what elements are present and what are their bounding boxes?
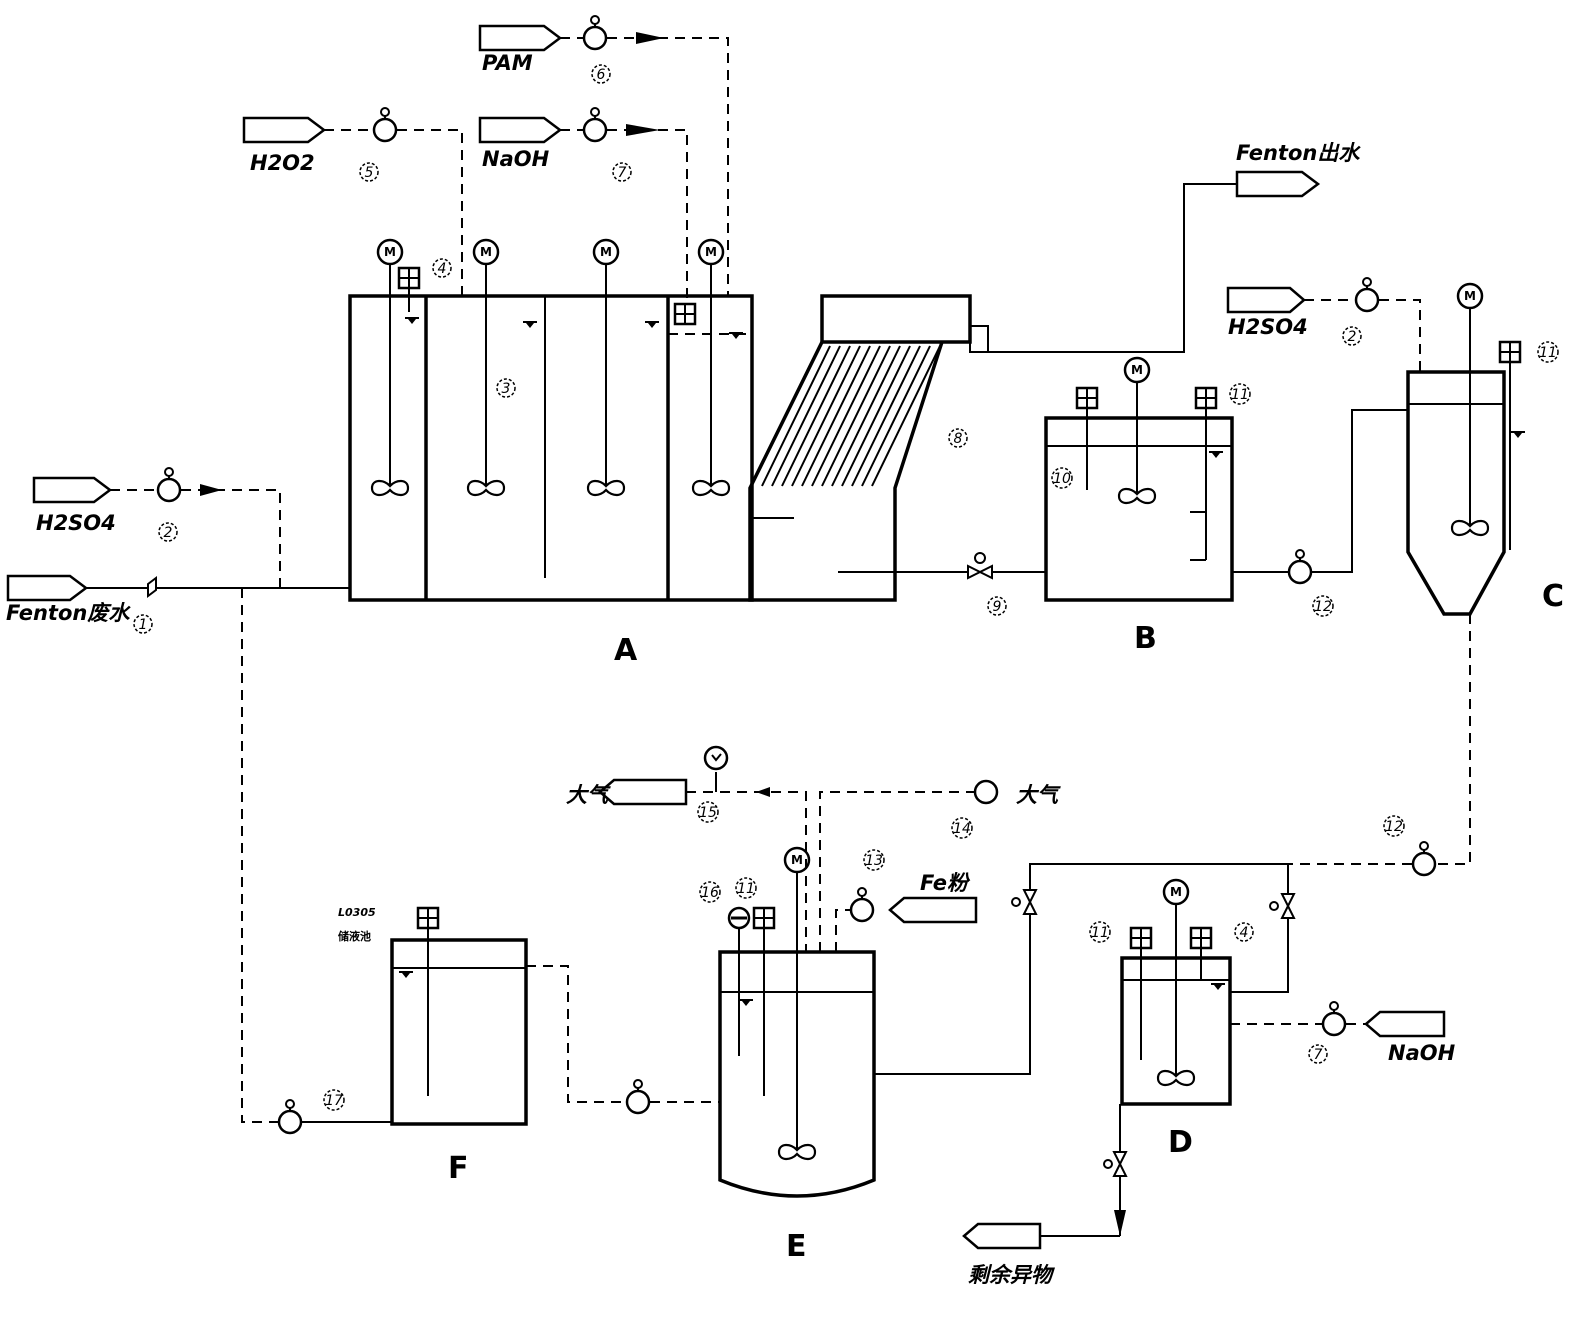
motor-label: M <box>1464 289 1476 303</box>
tag-4-d: 4 <box>1240 925 1249 941</box>
unit-d-label: D <box>1168 1125 1193 1160</box>
inclined-settler <box>748 294 989 602</box>
tank-f <box>390 906 528 1126</box>
dosing-lines <box>110 32 1471 1123</box>
stream-flags <box>6 24 1446 1250</box>
naoh-label-d: NaOH <box>1388 1041 1456 1065</box>
tag-4: 4 <box>438 261 447 277</box>
tag-5: 5 <box>365 165 374 181</box>
unit-a-label: A <box>614 633 638 668</box>
agitators-a <box>370 238 731 497</box>
fenton-outlet-label: Fenton出水 <box>1236 141 1361 165</box>
unit-e-label: E <box>786 1229 807 1264</box>
motor-label: M <box>600 245 612 259</box>
unit-labels: A B C D E F <box>448 579 1564 1264</box>
motor-label: M <box>480 245 492 259</box>
f-tank-sublabel: 储液池 <box>338 929 371 943</box>
tank-a <box>348 294 754 602</box>
tag-16: 16 <box>701 885 719 901</box>
tag-8: 8 <box>954 431 963 447</box>
tank-b: M <box>1044 356 1234 602</box>
tank-e: M <box>718 846 876 1198</box>
tag-3: 3 <box>502 381 511 397</box>
tag-1: 1 <box>139 617 148 633</box>
tag-15: 15 <box>699 805 717 821</box>
tag-6: 6 <box>597 67 606 83</box>
fe-powder-label: Fe粉 <box>920 871 971 895</box>
naoh-label-top: NaOH <box>482 147 550 171</box>
atmosphere-in-label: 大气 <box>1016 783 1061 807</box>
tag-11-b: 11 <box>1231 387 1249 403</box>
tank-c: M <box>1406 282 1526 616</box>
unit-f-label: F <box>448 1151 469 1186</box>
tag-12-c: 12 <box>1314 599 1332 615</box>
item-tags: 1 2 3 4 5 6 7 8 9 10 11 2 11 12 12 11 4 … <box>133 64 1559 1111</box>
ph-controller-a1 <box>397 266 421 290</box>
tag-13: 13 <box>865 853 883 869</box>
stream-labels: Fenton废水 Fenton出水 H2SO4 H2O2 PAM NaOH H2… <box>6 51 1456 1287</box>
tag-2: 2 <box>164 525 173 541</box>
tag-11-d: 11 <box>1091 925 1109 941</box>
h2so4-label-a: H2SO4 <box>36 511 116 535</box>
tag-7: 7 <box>618 165 627 181</box>
pam-label: PAM <box>482 51 533 75</box>
tag-9: 9 <box>993 599 1002 615</box>
tag-10: 10 <box>1053 471 1071 487</box>
h2o2-label: H2O2 <box>250 151 315 175</box>
tag-12-d: 12 <box>1385 819 1403 835</box>
h2so4-label-c: H2SO4 <box>1228 315 1308 339</box>
motor-label: M <box>1170 885 1182 899</box>
residue-outlet-label: 剩余异物 <box>968 1263 1056 1287</box>
unit-b-label: B <box>1134 621 1157 656</box>
motor-labels-a: M M M M <box>384 245 717 259</box>
valves <box>147 552 1296 1177</box>
tag-11-e: 11 <box>737 881 755 897</box>
atmosphere-out-label: 大气 <box>566 783 611 807</box>
motor-label: M <box>705 245 717 259</box>
motor-label: M <box>791 853 803 867</box>
tag-14: 14 <box>953 821 971 837</box>
motor-label: M <box>384 245 396 259</box>
tag-2-c: 2 <box>1348 329 1357 345</box>
process-pipes <box>86 183 1408 1237</box>
tag-17: 17 <box>325 1093 343 1109</box>
motor-label: M <box>1131 363 1143 377</box>
tag-7-d: 7 <box>1314 1047 1323 1063</box>
unit-c-label: C <box>1542 579 1564 614</box>
ph-controller-a2 <box>673 302 697 326</box>
fenton-inlet-label: Fenton废水 <box>6 601 131 625</box>
f-tank-label: L0305 <box>338 906 376 919</box>
pumps <box>156 14 1437 1135</box>
tank-d: M <box>1120 878 1232 1106</box>
tag-11-c: 11 <box>1539 345 1557 361</box>
